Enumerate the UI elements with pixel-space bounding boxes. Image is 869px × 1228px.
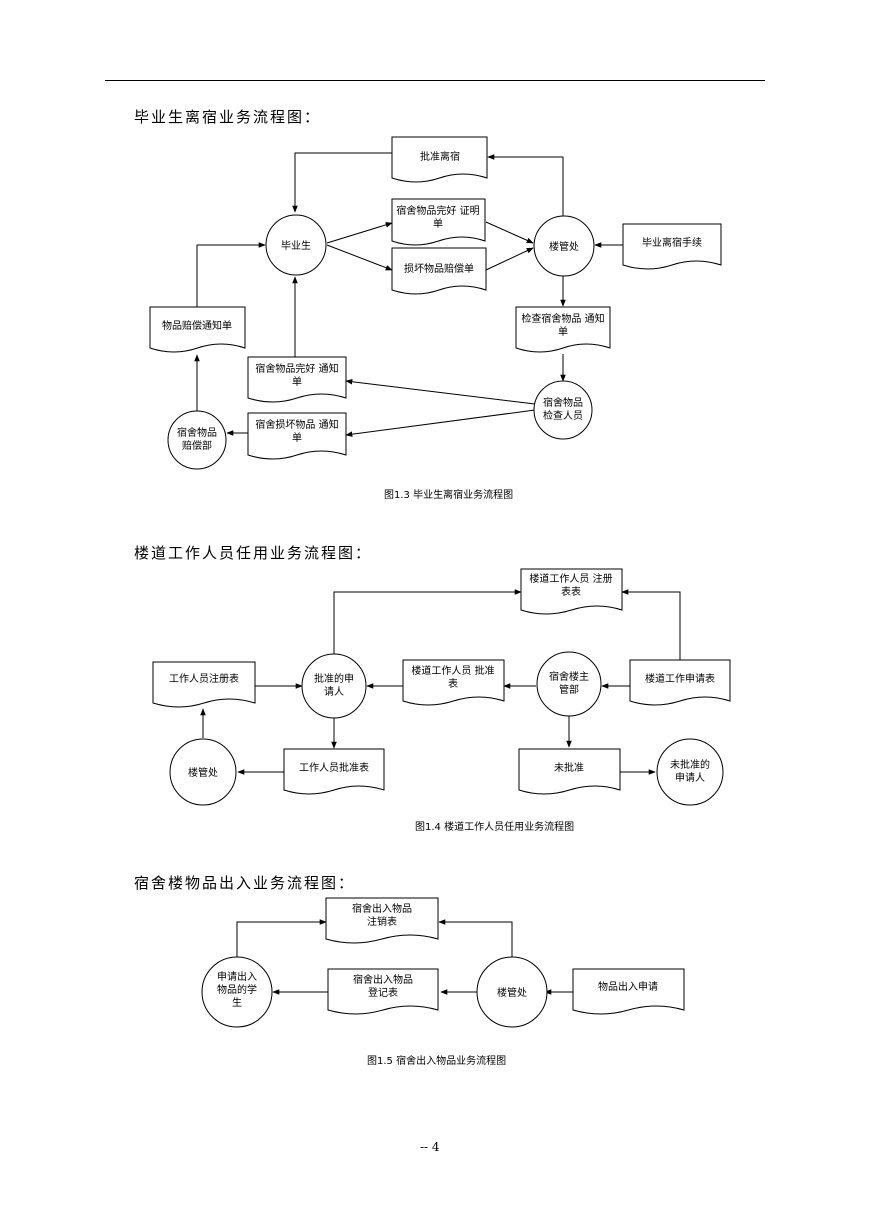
doc-work-application <box>629 659 731 706</box>
doc-comp-notice <box>149 306 246 353</box>
doc-approve-leave-text: 批准离宿 <box>420 150 460 163</box>
doc-register-form <box>327 968 439 1015</box>
doc-staff-register-text: 楼道工作人员 注册表表 <box>529 572 612 598</box>
node-building-office-3-text: 楼管处 <box>497 986 527 999</box>
node-inspector <box>533 380 593 440</box>
caption-fig-1-5: 图1.5 宿舍出入物品业务流程图 <box>367 1056 507 1067</box>
doc-damage-comp-text: 损坏物品赔偿单 <box>404 262 474 275</box>
doc-damage-notice <box>247 412 347 460</box>
section-heading-staff-hiring: 楼道工作人员任用业务流程图： <box>134 544 373 562</box>
node-comp-dept-text: 宿舍物品赔偿部 <box>177 426 217 452</box>
caption-fig-1-3: 图1.3 毕业生离宿业务流程图 <box>384 490 514 501</box>
node-dorm-manager <box>536 651 602 717</box>
doc-intact-cert <box>391 198 486 246</box>
doc-intact-notice-text: 宿舍物品完好 通知单 <box>255 362 338 388</box>
doc-staff-approval-text: 楼道工作人员 批准表 <box>411 664 494 690</box>
node-rejected-applicant-text: 未批准的申请人 <box>670 758 710 784</box>
doc-comp-notice-text: 物品赔偿通知单 <box>162 319 232 332</box>
doc-not-approved-text: 未批准 <box>554 761 584 774</box>
doc-staff-register <box>520 568 623 615</box>
doc-worker-register-text: 工作人员注册表 <box>169 672 239 685</box>
doc-intact-notice <box>247 356 347 403</box>
section-heading-graduate-leave: 毕业生离宿业务流程图： <box>134 108 322 126</box>
node-rejected-applicant <box>656 738 724 806</box>
doc-not-approved <box>518 748 621 795</box>
doc-request-text: 物品出入申请 <box>598 980 658 993</box>
caption-fig-1-4: 图1.4 楼道工作人员任用业务流程图 <box>415 822 575 833</box>
header-rule <box>105 80 765 81</box>
doc-worker-approval-text: 工作人员批准表 <box>299 761 369 774</box>
doc-register-form-text: 宿舍出入物品登记表 <box>353 973 413 999</box>
node-student <box>201 956 273 1028</box>
doc-check-notice <box>515 306 611 353</box>
node-approved-applicant-text: 批准的申请人 <box>314 672 354 698</box>
doc-leave-procedure <box>622 223 722 270</box>
doc-leave-procedure-text: 毕业离宿手续 <box>642 236 702 249</box>
doc-work-application-text: 楼道工作申请表 <box>645 672 715 685</box>
node-approved-applicant <box>301 653 367 719</box>
node-building-office <box>533 215 595 277</box>
doc-cancel-form <box>325 897 439 944</box>
doc-cancel-form-text: 宿舍出入物品注销表 <box>352 902 412 928</box>
node-building-office-text: 楼管处 <box>549 240 579 253</box>
node-building-office-2-text: 楼管处 <box>188 766 218 779</box>
doc-approve-leave <box>391 136 488 183</box>
section-heading-item-inout: 宿舍楼物品出入业务流程图： <box>134 874 356 892</box>
doc-damage-comp <box>391 247 487 295</box>
doc-damage-notice-text: 宿舍损坏物品 通知单 <box>255 418 338 444</box>
doc-check-notice-text: 检查宿舍物品 通知单 <box>521 312 604 338</box>
node-comp-dept <box>167 410 227 470</box>
doc-intact-cert-text: 宿舍物品完好 证明单 <box>396 204 479 230</box>
node-dorm-manager-text: 宿舍楼主管部 <box>549 670 589 696</box>
node-building-office-2 <box>169 738 237 806</box>
doc-worker-approval <box>283 748 385 795</box>
doc-worker-register <box>152 661 256 708</box>
node-graduate <box>265 214 327 276</box>
doc-request <box>572 968 685 1015</box>
node-building-office-3 <box>476 956 548 1028</box>
doc-staff-approval <box>402 659 505 706</box>
page-number: -- 4 <box>420 1140 440 1154</box>
node-graduate-text: 毕业生 <box>281 239 311 252</box>
node-student-text: 申请出入物品的学生 <box>217 970 257 1009</box>
node-inspector-text: 宿舍物品检查人员 <box>543 396 583 422</box>
